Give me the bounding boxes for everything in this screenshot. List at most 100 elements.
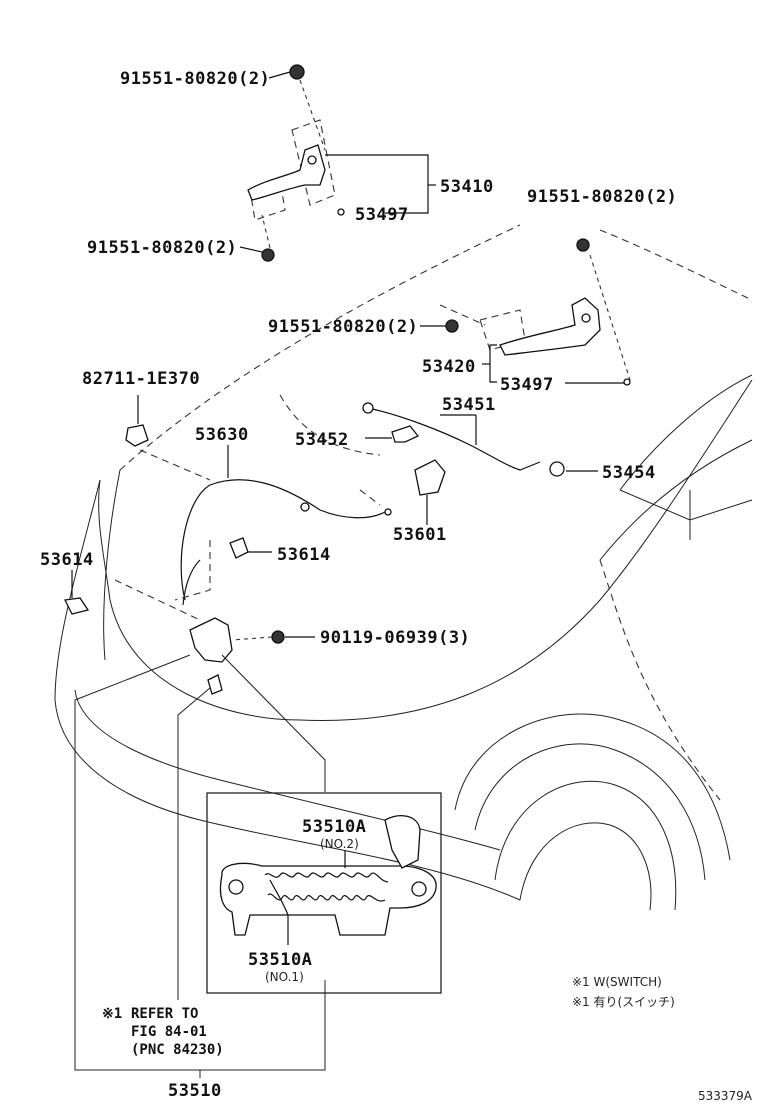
label-refer-mark: ※1 (102, 1006, 122, 1022)
tire (494, 780, 677, 911)
headlamp-edge (103, 469, 121, 661)
bolt-right-top-leader (589, 254, 631, 381)
hinge-left (247, 144, 326, 201)
bolt-right-mid (445, 319, 459, 333)
tire-inner (519, 822, 652, 911)
diagram-id: 533379A (698, 1089, 753, 1103)
label-cable-clamp-right: 53614 (277, 545, 331, 565)
clip-group (125, 395, 149, 447)
hinge-right-dash (439, 304, 486, 326)
hinge-left-assembly (239, 64, 436, 262)
rod-end (362, 402, 374, 414)
spring-no2-lower (267, 893, 386, 902)
bolt-right-top (576, 238, 590, 252)
hinge-right (499, 297, 601, 356)
hinge-right-box (479, 309, 526, 351)
label-spring-no1-sub: (NO.1) (265, 970, 304, 984)
label-hood-lock: 53510 (168, 1081, 222, 1101)
clamp-group (64, 537, 272, 615)
label-hinge-left: 53410 (440, 177, 494, 197)
seal-right (623, 378, 631, 386)
hood-crease (279, 394, 381, 456)
clip-dash (139, 449, 211, 481)
rod-grommet (549, 461, 565, 477)
hinge-right-pivot (581, 313, 591, 323)
label-bolt-right-top: 91551-80820(2) (527, 187, 677, 207)
release-lever (414, 459, 446, 496)
cowl-line (619, 489, 753, 521)
label-release-cable: 53630 (195, 425, 249, 445)
label-lock-bolt: 90119-06939(3) (320, 628, 470, 648)
label-bolt-top: 91551-80820(2) (120, 69, 270, 89)
hood-edge-right (599, 229, 753, 301)
cable-grommet (300, 502, 310, 512)
hood-lock (189, 617, 233, 663)
release-cable-group (139, 445, 392, 606)
lock-dash (114, 579, 201, 621)
bolt-top-label-line (268, 71, 291, 79)
label-bolt-right-mid: 91551-80820(2) (268, 317, 418, 337)
cable-clamp-right (229, 537, 249, 559)
label-clip: 82711-1E370 (82, 369, 200, 389)
label-cable-clamp-left: 53614 (40, 550, 94, 570)
release-lever-group (414, 459, 446, 525)
bumper-line (54, 699, 521, 901)
bumper-line-inner (74, 689, 501, 851)
release-cable (180, 479, 386, 601)
label-rod-grommet: 53454 (602, 463, 656, 483)
release-cable-end (182, 559, 201, 606)
bolt-top (289, 64, 305, 80)
bolt-left-lower-leader (261, 214, 271, 249)
fender-top (599, 439, 753, 561)
label-bolt-left-lower: 91551-80820(2) (87, 238, 237, 258)
bolt-left-lower-label-line (239, 246, 263, 253)
plate-hole-right (411, 881, 427, 897)
cable-clamp-left (64, 597, 90, 615)
bolt-top-leader (299, 79, 326, 151)
legend-line2: ※1 有り(スイッチ) (572, 995, 675, 1009)
label-spring-no2: 53510A (302, 817, 366, 837)
fender-rear (599, 559, 721, 801)
label-rod-holder: 53452 (295, 430, 349, 450)
a-pillar (619, 374, 753, 491)
label-hinge-right: 53420 (422, 357, 476, 377)
spring-no1 (269, 879, 289, 916)
hood-edge-left (119, 224, 521, 471)
label-release-lever: 53601 (393, 525, 447, 545)
legend-line1: ※1 W(SWITCH) (572, 975, 662, 989)
label-refer-line3: (PNC 84230) (131, 1042, 224, 1058)
grille-side (54, 479, 101, 701)
part-labels: 91551-80820(2) 53410 53497 91551-80820(2… (40, 69, 753, 1103)
hinge-left-pivot (307, 155, 317, 165)
label-spring-no1: 53510A (248, 950, 312, 970)
rod-holder (391, 425, 420, 443)
label-seal-right: 53497 (500, 375, 554, 395)
hinge-right-bracket (489, 344, 497, 383)
clamp-dash (174, 540, 211, 601)
hood-lock-switch (207, 674, 223, 695)
label-seal-left: 53497 (355, 205, 409, 225)
refer-leader (177, 687, 211, 1000)
detail-callout-line (221, 654, 326, 792)
lock-bolt-dot (231, 636, 273, 641)
label-refer-line2: FIG 84-01 (131, 1024, 207, 1040)
lock-bolt (271, 630, 285, 644)
spring-no2 (264, 872, 389, 883)
wire-clip (125, 424, 149, 447)
spring-detail-box (206, 792, 442, 994)
hinge-left-box2 (249, 179, 286, 221)
seal-left (337, 208, 345, 216)
cable-end-right (384, 508, 392, 516)
hinge-right-assembly (420, 238, 631, 386)
hood-lock-group (74, 579, 326, 1078)
cable-right-dash (359, 489, 381, 506)
vehicle-outline (54, 224, 753, 911)
lock-lever (384, 815, 421, 869)
detail-frame (206, 792, 442, 994)
label-refer-line1: REFER TO (131, 1006, 198, 1022)
hood-support-rod (367, 407, 541, 471)
bolt-left-lower (261, 248, 275, 262)
label-hood-support-rod: 53451 (442, 395, 496, 415)
